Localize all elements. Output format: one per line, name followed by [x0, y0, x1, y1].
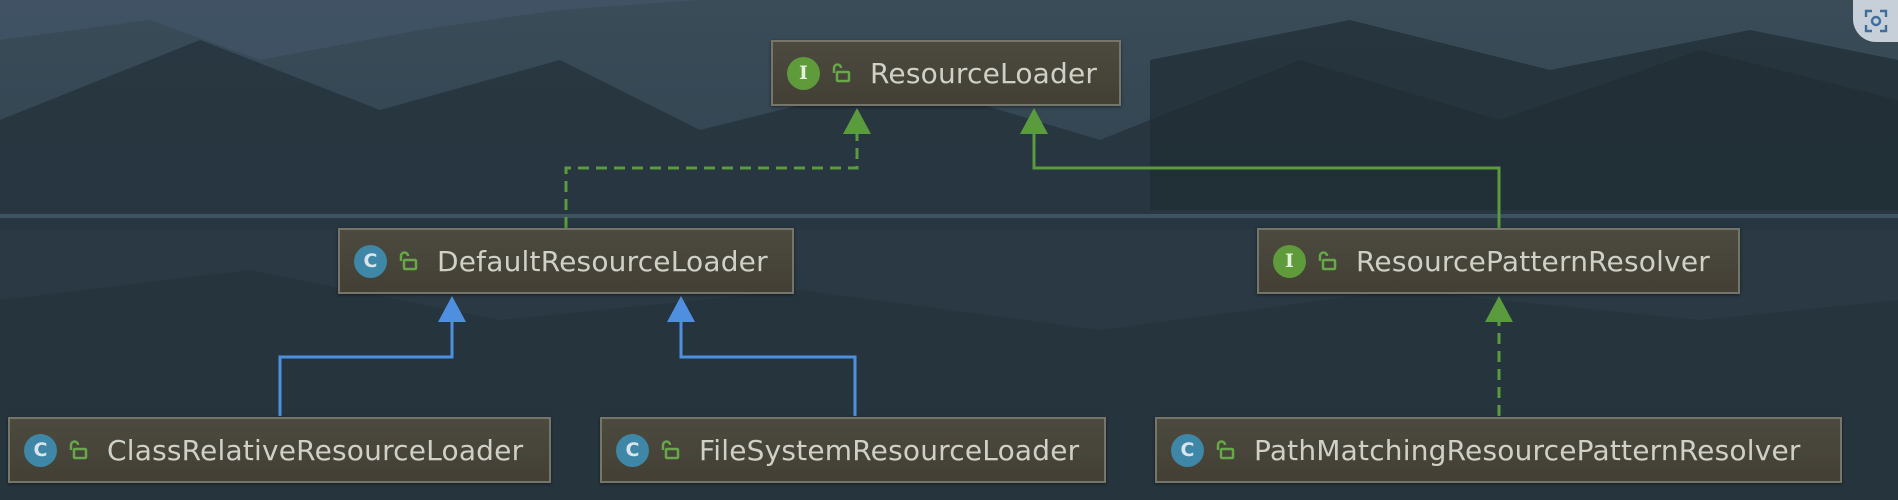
class-icon: C: [354, 244, 387, 278]
interface-icon: I: [1273, 244, 1306, 278]
edge-filesystemresourceloader-extends-defaultresourceloader: [667, 296, 857, 416]
node-pathmatchingresourcepatternresolver[interactable]: C PathMatchingResourcePatternResolver: [1155, 417, 1842, 483]
node-resourceloader[interactable]: I ResourceLoader: [771, 40, 1121, 106]
public-access-icon: [1216, 440, 1235, 460]
class-icon: C: [1171, 433, 1204, 467]
node-label: PathMatchingResourcePatternResolver: [1254, 433, 1801, 467]
edge-pathmatchingresourcepatternresolver-implements-resourcepatternresolver: [1485, 296, 1513, 416]
class-icon: C: [616, 433, 649, 467]
node-label: ResourcePatternResolver: [1356, 244, 1710, 278]
screenshot-icon: [1864, 9, 1888, 33]
public-access-icon: [661, 440, 680, 460]
edge-classrelativeresourceloader-extends-defaultresourceloader: [278, 296, 466, 416]
node-label: DefaultResourceLoader: [437, 244, 768, 278]
public-access-icon: [69, 440, 88, 460]
node-defaultresourceloader[interactable]: C DefaultResourceLoader: [338, 228, 794, 294]
node-label: ClassRelativeResourceLoader: [107, 433, 524, 467]
edge-resourcepatternresolver-extends-resourceloader: [1020, 108, 1501, 228]
node-classrelativeresourceloader[interactable]: C ClassRelativeResourceLoader: [8, 417, 551, 483]
public-access-icon: [832, 63, 851, 83]
class-icon: C: [24, 433, 57, 467]
public-access-icon: [399, 251, 418, 271]
edge-defaultresourceloader-implements-resourceloader: [564, 108, 871, 228]
node-label: FileSystemResourceLoader: [699, 433, 1080, 467]
screenshot-button[interactable]: [1853, 0, 1898, 42]
interface-icon: I: [787, 56, 820, 90]
node-resourcepatternresolver[interactable]: I ResourcePatternResolver: [1257, 228, 1740, 294]
public-access-icon: [1318, 251, 1337, 271]
node-label: ResourceLoader: [870, 56, 1098, 90]
node-filesystemresourceloader[interactable]: C FileSystemResourceLoader: [600, 417, 1106, 483]
